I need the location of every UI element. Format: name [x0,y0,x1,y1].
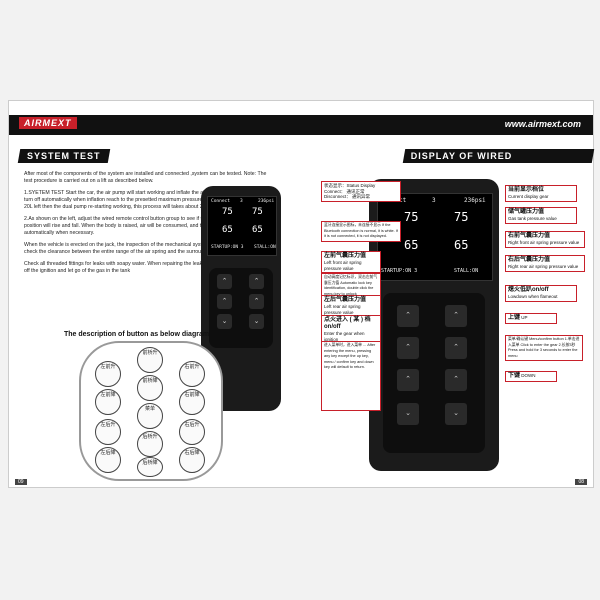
button-menu[interactable]: ⌃ [445,369,467,391]
manual-page: AIRMEXT www.airmext.com SYSTEM TEST DISP… [8,100,595,488]
label-bluetooth: 蓝牙连接显示图标，未连接不显示 If the Bluetooth connect… [321,221,401,242]
keypad-right-rear-decline: 右后降 [179,447,205,473]
keypad-left-rear-rise: 左后升 [95,419,121,445]
keypad-menu: 菜单 [137,403,163,429]
keypad-left-front-decline: 左前降 [95,389,121,415]
keypad-front-axle-rise: 前桥升 [137,347,163,373]
intro-text: After most of the components of the syst… [24,171,269,280]
label-status-display: 状态显示：Status Display Connect： 通讯正常 Discon… [321,181,401,202]
brand-logo: AIRMEXT [19,117,77,129]
section-system-test: SYSTEM TEST [17,149,110,163]
header-bar: AIRMEXT www.airmext.com [9,115,593,135]
button-up[interactable]: ⌃ [217,274,232,289]
button-group-small: ⌃ ⌃ ⌃ ⌃ ⌄ ⌄ [209,268,273,348]
website-url: www.airmext.com [504,119,581,129]
button-up[interactable]: ⌃ [445,305,467,327]
diagram-title: The description of button as below diagr… [64,331,210,338]
label-ignition-detail: 进入菜单时，进入菜单 ... After entering the menu, … [321,341,381,411]
keypad-right-rear-rise: 右后升 [179,419,205,445]
keypad-rear-axle-decline: 后桥降 [137,457,163,477]
button-up[interactable]: ⌃ [445,337,467,359]
button-down[interactable]: ⌄ [249,314,264,329]
button-up[interactable]: ⌃ [397,305,419,327]
keypad-diagram: 前桥升 左前升 右前升 左前降 前桥降 右前降 菜单 左后升 后桥升 右后升 左… [79,341,223,481]
keypad-left-front-rise: 左前升 [95,361,121,387]
intro-paragraph: After most of the components of the syst… [24,171,267,184]
button-down[interactable]: ⌄ [217,314,232,329]
label-menu-key: 菜单/确认键 Menu/confirm button 1.单击进入菜单 Clic… [505,335,583,361]
keypad-right-front-decline: 右前降 [179,389,205,415]
button-up[interactable]: ⌃ [249,274,264,289]
keypad-right-front-rise: 右前升 [179,361,205,387]
intro-paragraph: When the vehicle is erected on the jack,… [24,242,261,255]
button-group-large: ⌃ ⌃ ⌃ ⌃ ⌃ ⌃ ⌄ ⌄ [383,293,485,453]
button-down[interactable]: ⌄ [445,403,467,425]
button-menu[interactable]: ⌃ [397,369,419,391]
intro-paragraph: Check all threaded fittings for leaks wi… [24,261,266,274]
label-down-key: 下键 DOWN [505,371,557,382]
controller-screen-small: Connect 3 236psi 75 75 65 65 STARTUP:ON … [207,196,277,256]
controller-image-small: Connect 3 236psi 75 75 65 65 STARTUP:ON … [201,186,281,411]
keypad-rear-axle-rise: 后桥升 [137,431,163,457]
label-up-key: 上键 UP [505,313,557,324]
page-number-right: 08 [575,479,587,485]
label-auto-lock: 自动高度记忆标识，双击左前气囊压力值 Automatic lock key id… [321,273,381,299]
page-number-left: 09 [15,479,27,485]
button-up[interactable]: ⌃ [249,294,264,309]
intro-paragraph: 2.As shown on the left, adjust the wired… [24,216,267,236]
button-up[interactable]: ⌃ [397,337,419,359]
keypad-left-rear-decline: 左后降 [95,447,121,473]
intro-paragraph: 1.SYETEM TEST Start the car, the air pum… [24,190,263,210]
button-up[interactable]: ⌃ [217,294,232,309]
button-down[interactable]: ⌄ [397,403,419,425]
keypad-front-axle-decline: 前桥降 [137,375,163,401]
section-display-panel: DISPLAY OF WIRED CONTROLLER PANEL [402,149,595,175]
